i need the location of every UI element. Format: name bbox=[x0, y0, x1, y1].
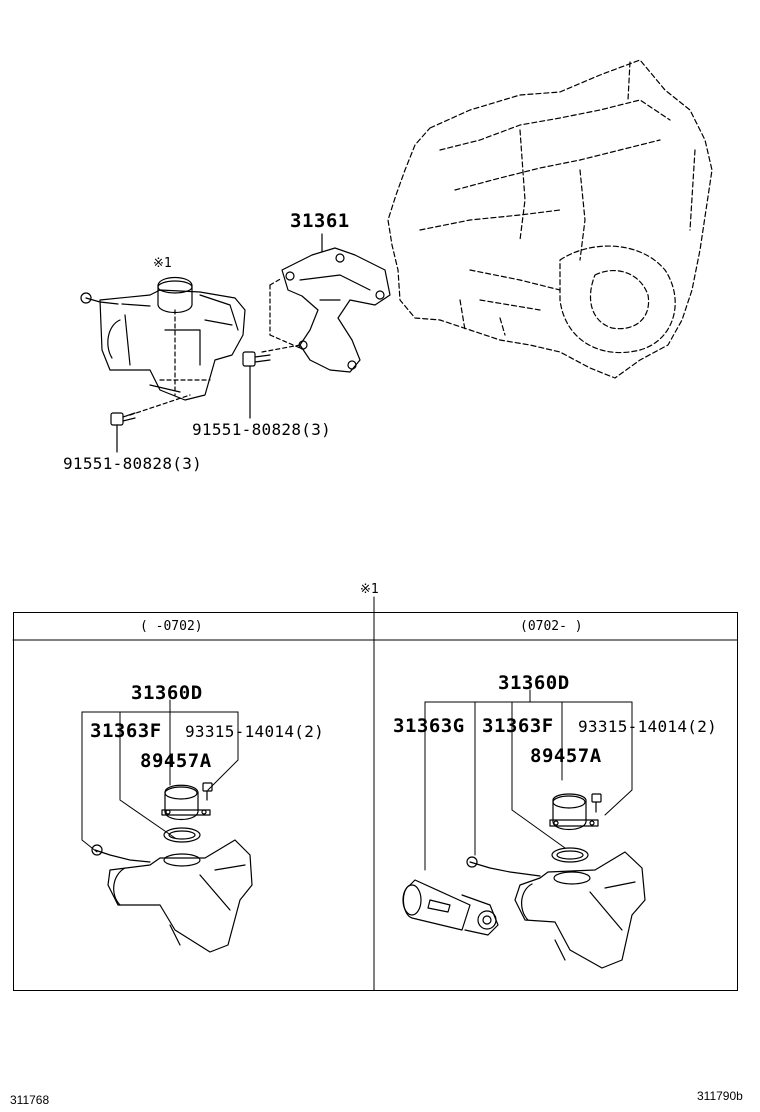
bolt-right-part-number: 91551-80828(3) bbox=[192, 420, 332, 439]
bracket-part-number: 31361 bbox=[290, 210, 350, 232]
right-part-g-number: 31363G bbox=[393, 715, 465, 737]
right-variant-header: (0702- ) bbox=[520, 619, 583, 634]
left-part-b-number: 93315-14014(2) bbox=[185, 722, 325, 741]
bracket-alignment-lines bbox=[261, 277, 301, 353]
bolt-left-part-number: 91551-80828(3) bbox=[63, 454, 203, 473]
bracket-31361-drawing bbox=[281, 233, 391, 373]
top-note-mark: ※1 bbox=[153, 256, 172, 271]
right-assembly-number: 31360D bbox=[498, 672, 570, 694]
left-part-a-number: 31363F bbox=[90, 720, 162, 742]
table-note-mark: ※1 bbox=[360, 582, 379, 597]
right-part-b-number: 93315-14014(2) bbox=[578, 717, 718, 736]
right-leader-lines bbox=[424, 689, 633, 871]
transaxle-housing-outline bbox=[387, 59, 713, 379]
right-actuator-drawing bbox=[466, 793, 646, 969]
left-variant-header: ( -0702) bbox=[140, 619, 203, 634]
bolt-left-drawing bbox=[110, 412, 136, 453]
left-actuator-drawing bbox=[91, 782, 253, 953]
left-part-c-number: 89457A bbox=[140, 750, 212, 772]
footer-left-code: 311768 bbox=[10, 1093, 50, 1107]
variant-table-frame bbox=[13, 612, 738, 991]
right-part-c-number: 89457A bbox=[530, 745, 602, 767]
right-motor-drawing bbox=[402, 879, 499, 936]
top-actuator-dashed bbox=[129, 309, 211, 416]
left-assembly-number: 31360D bbox=[131, 682, 203, 704]
table-lines bbox=[12, 596, 738, 991]
footer-right-code: 311790b bbox=[697, 1089, 743, 1103]
bolt-right-drawing bbox=[242, 351, 271, 419]
right-part-a-number: 31363F bbox=[482, 715, 554, 737]
top-actuator-drawing bbox=[80, 276, 246, 401]
